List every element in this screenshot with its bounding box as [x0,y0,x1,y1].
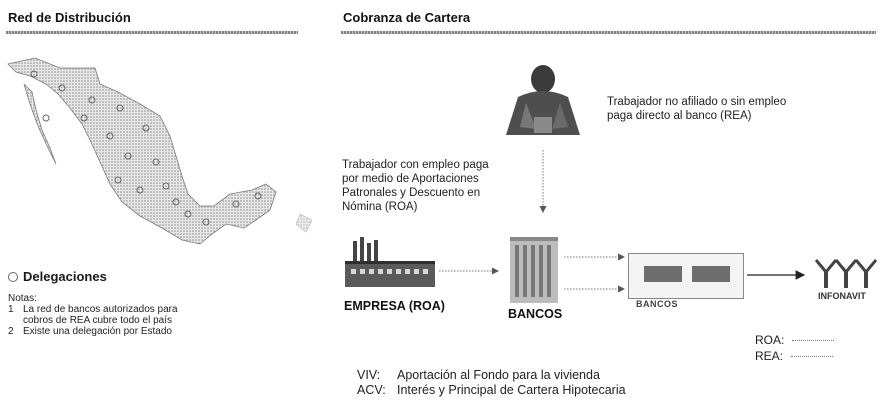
acv-block [692,266,730,282]
line-key: ROA: REA: [755,333,835,363]
note-item: 1 La red de bancos autorizados para cobr… [8,304,178,326]
mexico-map [7,57,313,245]
worker-photo [496,57,590,139]
note-item: 2 Existe una delegación por Estado [8,326,172,337]
line-key-roa: ROA: [755,333,835,347]
line-key-rea: REA: [755,349,834,363]
definitions: VIV: Aportación al Fondo para la viviend… [357,368,626,398]
bank-building-icon [510,237,558,303]
bancos-label: BANCOS [508,307,563,321]
infonavit-label: INFONAVIT [818,291,866,301]
left-section-title: Red de Distribución [8,10,131,25]
viv-block [644,266,682,282]
definition-acv: ACV: Interés y Principal de Cartera Hipo… [357,383,626,397]
legend-label: Delegaciones [23,269,107,284]
notes-title: Notas: [8,293,37,304]
employee-caption: Trabajador con empleo paga por medio de … [342,159,489,213]
right-section-title: Cobranza de Cartera [343,10,471,25]
definition-viv: VIV: Aportación al Fondo para la viviend… [357,368,600,382]
right-title-rule [341,31,876,34]
empresa-label: EMPRESA (ROA) [344,299,445,313]
bancos-detail-box [628,253,744,299]
factory-icon [345,237,435,287]
notes-block: Notas: 1 La red de bancos autorizados pa… [8,293,268,337]
map-legend: Delegaciones [8,269,107,284]
delegation-marker-icon [8,271,18,282]
left-title-rule [6,31,298,34]
infonavit-logo [814,259,878,288]
worker-caption: Trabajador no afiliado o sin empleo paga… [607,96,787,122]
bancos-box-label: BANCOS [636,299,679,309]
